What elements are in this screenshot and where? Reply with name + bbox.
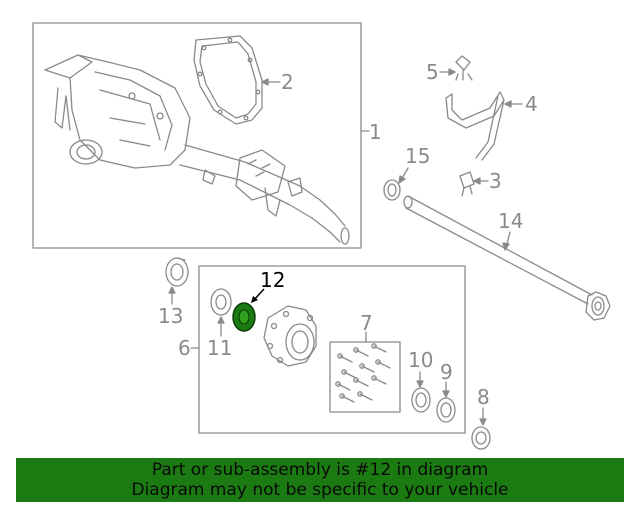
highlighted-part-12[interactable] [232, 302, 256, 332]
bolt-kit-box [329, 341, 401, 413]
callout-3: 3 [489, 169, 502, 193]
callout-12: 12 [260, 268, 285, 292]
vent-cap-illustration [455, 55, 473, 81]
bearing-13-illustration [165, 257, 189, 287]
banner-line-1: Part or sub-assembly is #12 in diagram [151, 460, 489, 480]
axle-shaft-illustration [403, 195, 611, 321]
callout-2: 2 [281, 70, 294, 94]
callout-1: 1 [369, 120, 382, 144]
cover-illustration [193, 35, 263, 125]
callout-6: 6 [178, 336, 191, 360]
vent-fitting-illustration [459, 171, 475, 197]
axle-seal-illustration [383, 179, 401, 201]
callout-11: 11 [207, 336, 232, 360]
callout-13: 13 [158, 304, 183, 328]
carrier-box [198, 265, 466, 434]
bolt-kit-illustration [335, 343, 391, 403]
callout-7: 7 [360, 311, 373, 335]
bearing-9-illustration [436, 397, 456, 423]
callout-4: 4 [525, 92, 538, 116]
axle-housing-box [32, 22, 362, 249]
callout-8: 8 [477, 385, 490, 409]
banner-line-2: Diagram may not be specific to your vehi… [131, 480, 509, 500]
parts-diagram: 1 2 3 4 5 6 7 8 9 10 11 12 13 14 15 [32, 22, 611, 450]
axle-housing-illustration [44, 54, 350, 245]
callout-10: 10 [408, 348, 433, 372]
callout-5: 5 [426, 60, 439, 84]
bearing-8-illustration [471, 426, 491, 450]
callout-15: 15 [405, 144, 430, 168]
vent-tube-illustration [445, 91, 505, 161]
info-banner: Part or sub-assembly is #12 in diagram D… [16, 458, 624, 502]
bearing-race-10-illustration [411, 387, 431, 413]
callout-14: 14 [498, 209, 523, 233]
differential-case-illustration [263, 305, 317, 367]
bearing-11-illustration [210, 288, 232, 316]
callout-9: 9 [440, 360, 453, 384]
